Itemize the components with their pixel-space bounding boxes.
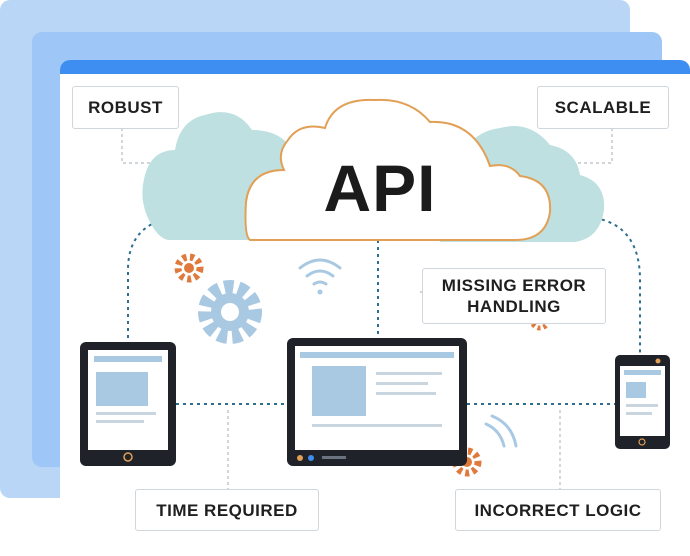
tablet-icon [80, 342, 176, 466]
cloud-icon [142, 98, 605, 242]
wifi-icon [298, 258, 342, 295]
label-incorrect-logic: INCORRECT LOGIC [455, 489, 661, 531]
window-title-bar [60, 60, 690, 74]
phone-icon [615, 355, 670, 449]
device-connectors [127, 217, 641, 405]
label-robust: ROBUST [72, 86, 179, 129]
wifi-icon [484, 414, 518, 448]
label-missing-error-handling: MISSING ERROR HANDLING [422, 268, 606, 324]
laptop-icon [287, 338, 467, 466]
api-title: API [323, 151, 437, 225]
label-time-required: TIME REQUIRED [135, 489, 319, 531]
label-scalable: SCALABLE [537, 86, 669, 129]
